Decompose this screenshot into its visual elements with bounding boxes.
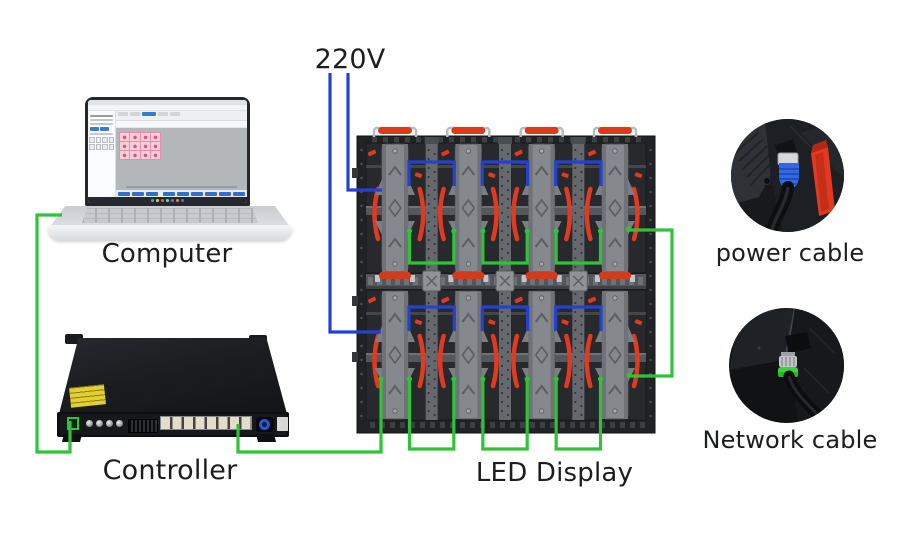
laptop-screen	[85, 97, 250, 207]
laptop-keyboard-deck	[50, 206, 290, 226]
bnc-connector	[96, 420, 103, 427]
voltage-label: 220V	[314, 44, 386, 75]
controller-port-plate	[60, 414, 288, 435]
ethernet-port-bank	[160, 416, 252, 430]
rack-ear	[65, 334, 83, 344]
power-cable-lines	[328, 73, 603, 334]
bnc-connector	[106, 420, 113, 427]
software-main-area	[116, 111, 247, 197]
serial-tag	[277, 417, 288, 431]
controller-foot	[256, 434, 276, 442]
controller-image	[53, 326, 293, 444]
laptop-base	[48, 206, 292, 242]
software-body	[88, 111, 247, 197]
controller-label: Controller	[102, 455, 238, 486]
controller-rear-panel	[57, 412, 289, 437]
software-buttons	[116, 190, 247, 197]
software-titlebar	[88, 100, 247, 105]
bnc-connector	[86, 420, 93, 427]
panel-mapping-grid	[118, 132, 162, 160]
software-toolbar	[116, 111, 247, 121]
led-display-graphic	[352, 126, 656, 434]
taskbar	[88, 197, 247, 203]
network-cable-photo	[729, 308, 844, 423]
network-out-port	[67, 417, 79, 430]
network-connector-dots	[378, 226, 632, 382]
laptop-keyboard	[82, 208, 258, 223]
power-cable-illustration	[731, 119, 844, 232]
bnc-connector	[116, 420, 123, 427]
network-cable-label: Network cable	[702, 426, 878, 454]
software-canvas	[116, 128, 247, 190]
network-cable-illustration	[729, 308, 844, 423]
software-window	[88, 100, 247, 203]
power-cable-label: power cable	[715, 239, 865, 267]
vent-grille	[128, 419, 158, 433]
controller-foot	[62, 434, 82, 442]
led-display-label: LED Display	[475, 458, 634, 488]
power-inlet	[256, 417, 274, 432]
software-menubar	[88, 105, 247, 111]
power-cable-photo	[731, 119, 844, 232]
computer-label: Computer	[101, 239, 233, 269]
controller-label-sticker	[69, 384, 106, 408]
laptop-front-edge	[48, 225, 292, 240]
software-sidebar	[88, 111, 116, 197]
